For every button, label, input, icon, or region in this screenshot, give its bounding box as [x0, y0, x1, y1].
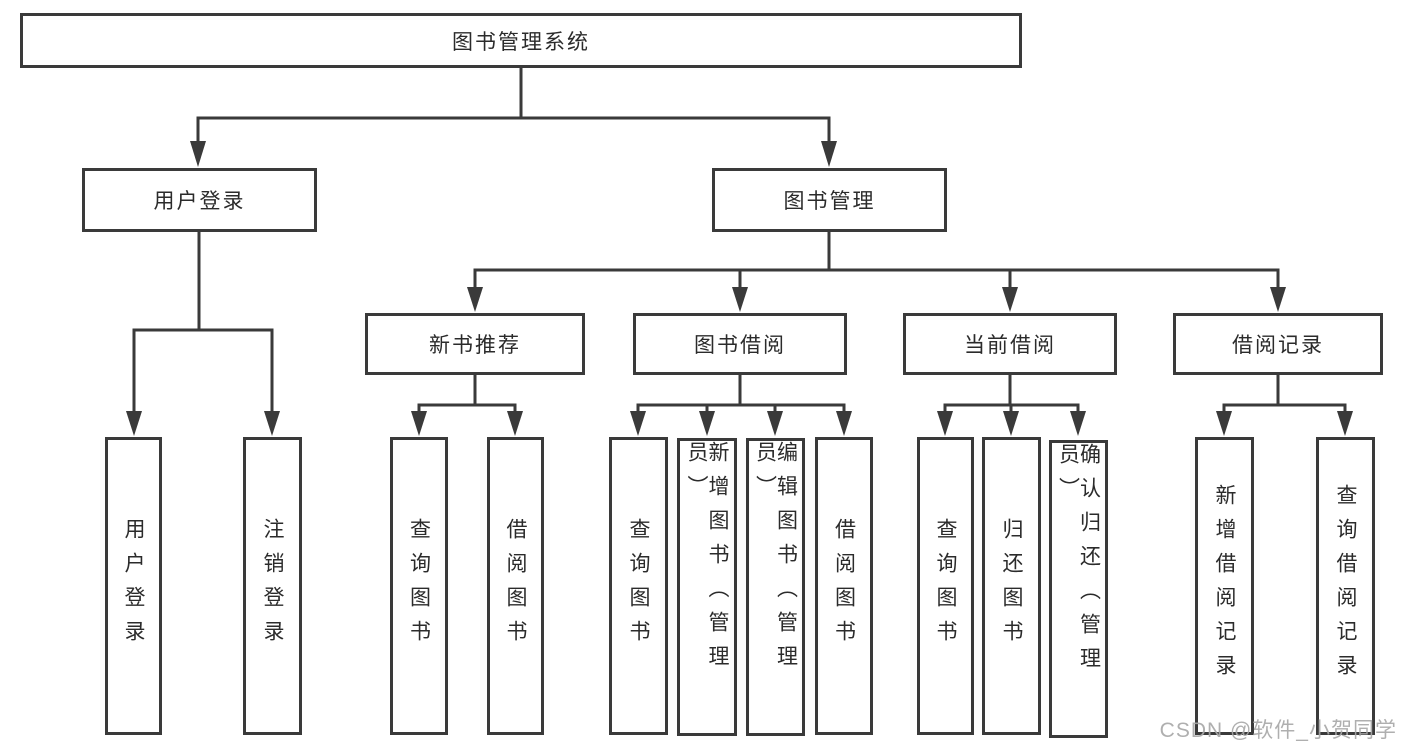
- node-label: 归还图书: [1000, 518, 1023, 654]
- node-label: 新书推荐: [429, 334, 521, 357]
- node-label: 用户登录: [153, 190, 246, 213]
- node-label: 新增借阅记录: [1213, 484, 1236, 688]
- arrowhead: [126, 411, 142, 436]
- arrowhead: [264, 411, 280, 436]
- node-user-login: 用户登录: [82, 168, 317, 232]
- arrowhead: [507, 411, 523, 436]
- arrowhead: [411, 411, 427, 436]
- leaf-cb-confirm-return-admin: 确认归还（管理员）: [1049, 440, 1108, 738]
- leaf-nbr-borrow-books: 借阅图书: [487, 437, 544, 735]
- node-book-management: 图书管理: [712, 168, 947, 232]
- leaf-user-login: 用户登录: [105, 437, 162, 735]
- arrowhead: [821, 141, 837, 167]
- node-label: 图书管理系统: [452, 30, 590, 54]
- leaf-bb-query-books: 查询图书: [609, 437, 668, 735]
- arrowhead: [1216, 411, 1232, 436]
- arrowhead: [699, 411, 715, 436]
- node-label: 用户登录: [122, 518, 145, 654]
- arrowhead: [836, 411, 852, 436]
- arrowhead: [767, 411, 783, 436]
- watermark: CSDN @软件_小贺同学: [1159, 719, 1397, 742]
- leaf-logout: 注销登录: [243, 437, 302, 735]
- leaf-bb-edit-books-admin: 编辑图书（管理员）: [746, 438, 805, 736]
- arrowhead: [1270, 287, 1286, 312]
- node-label: 图书管理: [783, 190, 876, 213]
- arrowhead: [467, 287, 483, 312]
- arrowhead: [630, 411, 646, 436]
- arrowhead: [1002, 287, 1018, 312]
- leaf-cb-query-books: 查询图书: [917, 437, 974, 735]
- node-book-borrow: 图书借阅: [633, 313, 847, 375]
- node-label: 当前借阅: [964, 334, 1056, 357]
- leaf-br-query-record: 查询借阅记录: [1316, 437, 1375, 735]
- node-label: 查询图书: [934, 518, 957, 654]
- node-label: 借阅记录: [1232, 334, 1324, 357]
- node-current-borrow: 当前借阅: [903, 313, 1117, 375]
- node-label: 查询图书: [627, 518, 650, 654]
- arrowhead: [732, 287, 748, 312]
- leaf-bb-add-books-admin: 新增图书（管理员）: [677, 438, 737, 736]
- leaf-br-add-record: 新增借阅记录: [1195, 437, 1254, 735]
- node-label: 确认归还（管理员）: [1056, 443, 1101, 681]
- node-label: 查询借阅记录: [1334, 484, 1357, 688]
- node-root: 图书管理系统: [20, 13, 1022, 68]
- node-label: 借阅图书: [832, 518, 856, 654]
- node-label: 图书借阅: [694, 334, 786, 357]
- arrowhead: [190, 141, 206, 167]
- node-borrow-records: 借阅记录: [1173, 313, 1383, 375]
- arrowhead: [1070, 411, 1086, 436]
- arrowhead: [1003, 411, 1019, 436]
- node-new-book-recommend: 新书推荐: [365, 313, 585, 375]
- node-label: 新增图书（管理员）: [685, 441, 729, 679]
- arrowhead: [937, 411, 953, 436]
- leaf-bb-borrow-books: 借阅图书: [815, 437, 873, 735]
- node-label: 查询图书: [407, 518, 431, 654]
- node-label: 编辑图书（管理员）: [753, 441, 798, 679]
- node-label: 注销登录: [261, 518, 284, 654]
- arrowhead: [1337, 411, 1353, 436]
- node-label: 借阅图书: [504, 518, 527, 654]
- leaf-nbr-query-books: 查询图书: [390, 437, 448, 735]
- leaf-cb-return-books: 归还图书: [982, 437, 1041, 735]
